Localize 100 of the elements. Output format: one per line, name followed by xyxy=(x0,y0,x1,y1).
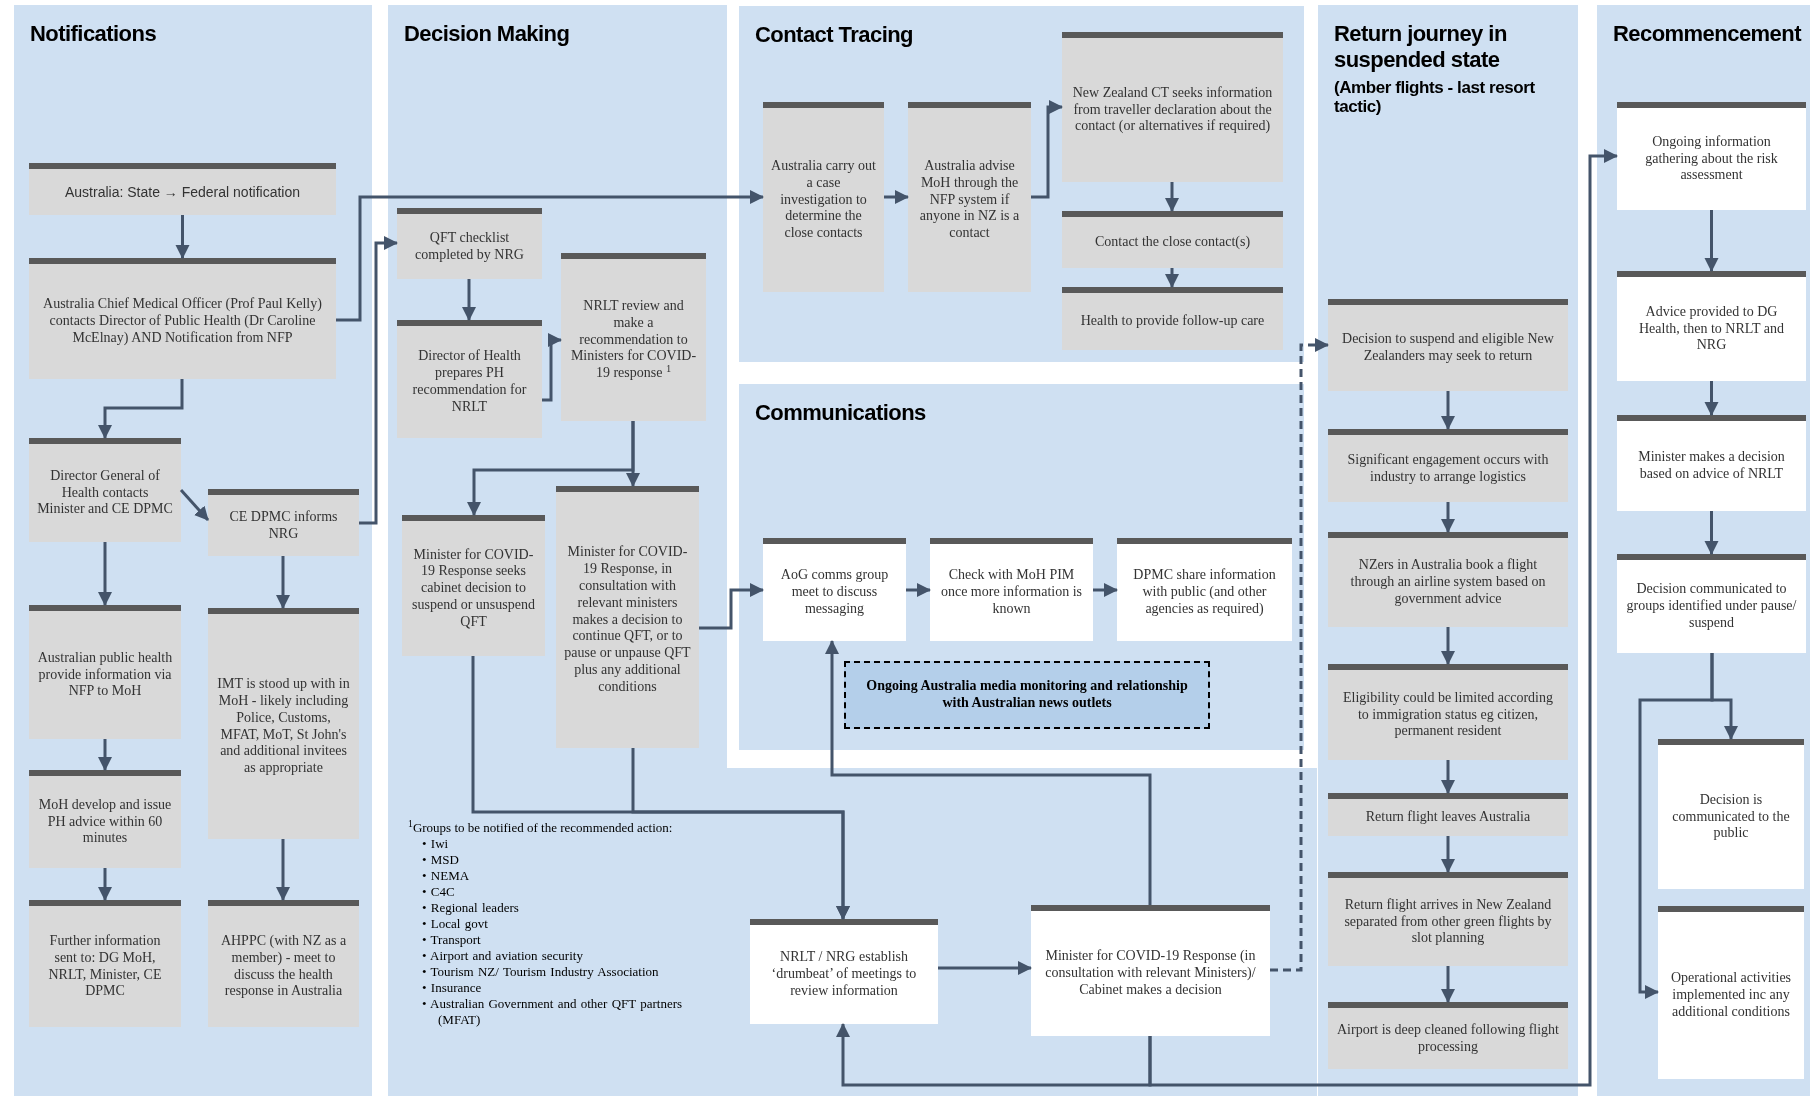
process-box xyxy=(1031,905,1270,1036)
box-text: Advice provided to DG Health, then to NRLT and NRG xyxy=(1637,303,1785,355)
arrow xyxy=(1704,511,1719,555)
footnote-text: $^{1}$Groups to be notified of the recommended action: xyxy=(408,820,674,836)
process-box xyxy=(1617,554,1806,653)
list-item: • Regional leaders xyxy=(422,900,520,916)
list-item: • Transport xyxy=(422,932,482,948)
process-box xyxy=(844,661,1210,729)
box-text: Ongoing information gathering about the risk assessment xyxy=(1644,133,1779,185)
arrow xyxy=(1638,653,1714,999)
process-box xyxy=(1658,739,1804,889)
box-text: Ongoing Australia media monitoring and relationship with Australian news outlets xyxy=(865,678,1189,712)
process-box xyxy=(1328,429,1568,502)
box-text: Decision is communicated to the public xyxy=(1671,791,1791,843)
box-text: Minister for COVID-19 Response seeks cabinet decision to suspend or unsuspend QFT xyxy=(411,546,536,631)
arrow xyxy=(836,1023,1152,1087)
swimlane xyxy=(739,384,1304,750)
swimlane xyxy=(1318,5,1578,1096)
process-box xyxy=(1328,532,1568,627)
arrow xyxy=(1165,268,1179,288)
list-item: • Local govt xyxy=(422,916,489,932)
box-text: Health to provide follow-up care xyxy=(1080,313,1265,330)
box-text: QFT checklist completed by NRG xyxy=(414,229,525,264)
arrow xyxy=(1704,381,1719,416)
list-item: • Tourism NZ/ Tourism Industry Association xyxy=(422,964,660,980)
box-text: Return flight leaves Australia xyxy=(1365,809,1531,826)
lane-heading: Communications xyxy=(755,400,927,427)
box-text: Significant engagement occurs with industry to arrange logistics xyxy=(1346,451,1550,486)
process-box xyxy=(29,438,181,542)
box-text: NZers in Australia book a flight through an airline system based on government advice xyxy=(1349,557,1547,608)
arrow xyxy=(1441,391,1455,430)
arrow xyxy=(175,215,190,259)
box-text: Check with MoH PIM once more information is known xyxy=(939,567,1084,618)
process-box xyxy=(29,163,336,215)
arrow xyxy=(1704,210,1719,272)
box-text: New Zealand CT seeks information from traveller declaration about the contact (or alternatives if required) xyxy=(1071,84,1274,136)
lane-subheading: (Amber flights - last resort tactic) xyxy=(1334,77,1536,117)
arrow xyxy=(1441,627,1455,665)
arrow xyxy=(825,640,1152,905)
process-box xyxy=(1617,102,1806,210)
box-text: AHPPC (with NZ as a member) - meet to discuss the health response in Australia xyxy=(219,932,348,1001)
lane-heading: Contact Tracing xyxy=(755,22,914,49)
box-text: Contact the close contact(s) xyxy=(1094,234,1251,251)
box-text: Director General of Health contacts Minister and CE DPMC xyxy=(37,467,173,519)
box-text: Director of Health prepares PH recommendation for NRLT xyxy=(411,348,528,416)
arrow xyxy=(359,236,398,525)
arrow xyxy=(98,542,112,606)
arrow xyxy=(1148,149,1618,1087)
list-item: • Iwi xyxy=(422,836,450,852)
process-box xyxy=(208,608,359,839)
lane-heading: Recommencement xyxy=(1613,21,1802,48)
box-text: NRLT review and make a recommendation to Ministers for COVID-19 response $^{1}$ xyxy=(569,298,698,382)
process-box xyxy=(1617,415,1806,511)
swimlane xyxy=(14,5,372,1096)
dashed-arrow xyxy=(1270,338,1329,972)
process-box xyxy=(1328,299,1568,391)
box-text: Australia: State → Federal notification xyxy=(65,183,300,201)
process-box xyxy=(763,538,906,641)
swimlane xyxy=(739,6,1304,362)
process-box xyxy=(1328,664,1568,760)
process-box xyxy=(1328,793,1568,836)
box-text: Decision to suspend and eligible New Zealanders may seek to return xyxy=(1341,331,1555,365)
box-text: Airport is deep cleaned following flight processing xyxy=(1336,1021,1560,1056)
process-box xyxy=(1062,211,1283,268)
arrow xyxy=(276,556,290,609)
arrow xyxy=(1441,836,1455,873)
arrow xyxy=(276,839,290,901)
list-item: • NEMA xyxy=(422,868,471,884)
arrow xyxy=(1093,583,1118,597)
list-item: • C4C xyxy=(422,884,456,900)
box-text: DPMC share information with public (and other agencies as required) xyxy=(1132,567,1277,618)
process-box xyxy=(1328,872,1568,966)
process-box xyxy=(397,208,542,279)
box-text: Australian public health provide information via NFP to MoH xyxy=(37,649,173,701)
box-text: Minister makes a decision based on advice of NRLT xyxy=(1637,449,1786,483)
process-box xyxy=(1062,287,1283,350)
process-box xyxy=(561,253,706,421)
box-text: AoG comms group meet to discuss messaging xyxy=(779,567,890,618)
arrow xyxy=(98,379,184,439)
box-text: Minister for COVID-19 Response, in consultation with relevant ministers makes a decision to continue QFT, or to pause or unpause QFT plus any additional conditions xyxy=(564,544,691,696)
box-text: IMT is stood up with in MoH - likely including Police, Customs, MFAT, MoT, St John's and additional invitees as appropriate xyxy=(216,676,351,777)
box-text: Minister for COVID-19 Response (in consultation with relevant Ministers)/ Cabinet makes a decision xyxy=(1044,948,1257,999)
arrow xyxy=(462,279,476,321)
process-box xyxy=(29,770,181,868)
process-box xyxy=(1658,906,1804,1079)
process-box xyxy=(930,538,1093,641)
swimlane xyxy=(388,5,727,1096)
box-text: NRLT / NRG establish ‘drumbeat’ of meetings to review information xyxy=(770,949,918,1000)
box-text: Return flight arrives in New Zealand separated from other green flights by slot planning xyxy=(1343,896,1553,948)
arrow xyxy=(336,190,764,322)
arrow xyxy=(1165,182,1179,212)
arrow xyxy=(542,333,562,402)
list-item: • Australian Government and other QFT partners (MFAT) xyxy=(422,996,684,1028)
box-text: Australia carry out a case investigation to determine the close contacts xyxy=(771,158,876,242)
process-box xyxy=(397,320,542,438)
arrow xyxy=(884,190,909,204)
box-text: CE DPMC informs NRG xyxy=(228,508,339,543)
lane-heading: Return journey in suspended state xyxy=(1334,21,1508,74)
arrow xyxy=(938,961,1032,975)
box-text: Australia advise MoH through the NFP system if anyone in NZ is a contact xyxy=(918,158,1021,242)
